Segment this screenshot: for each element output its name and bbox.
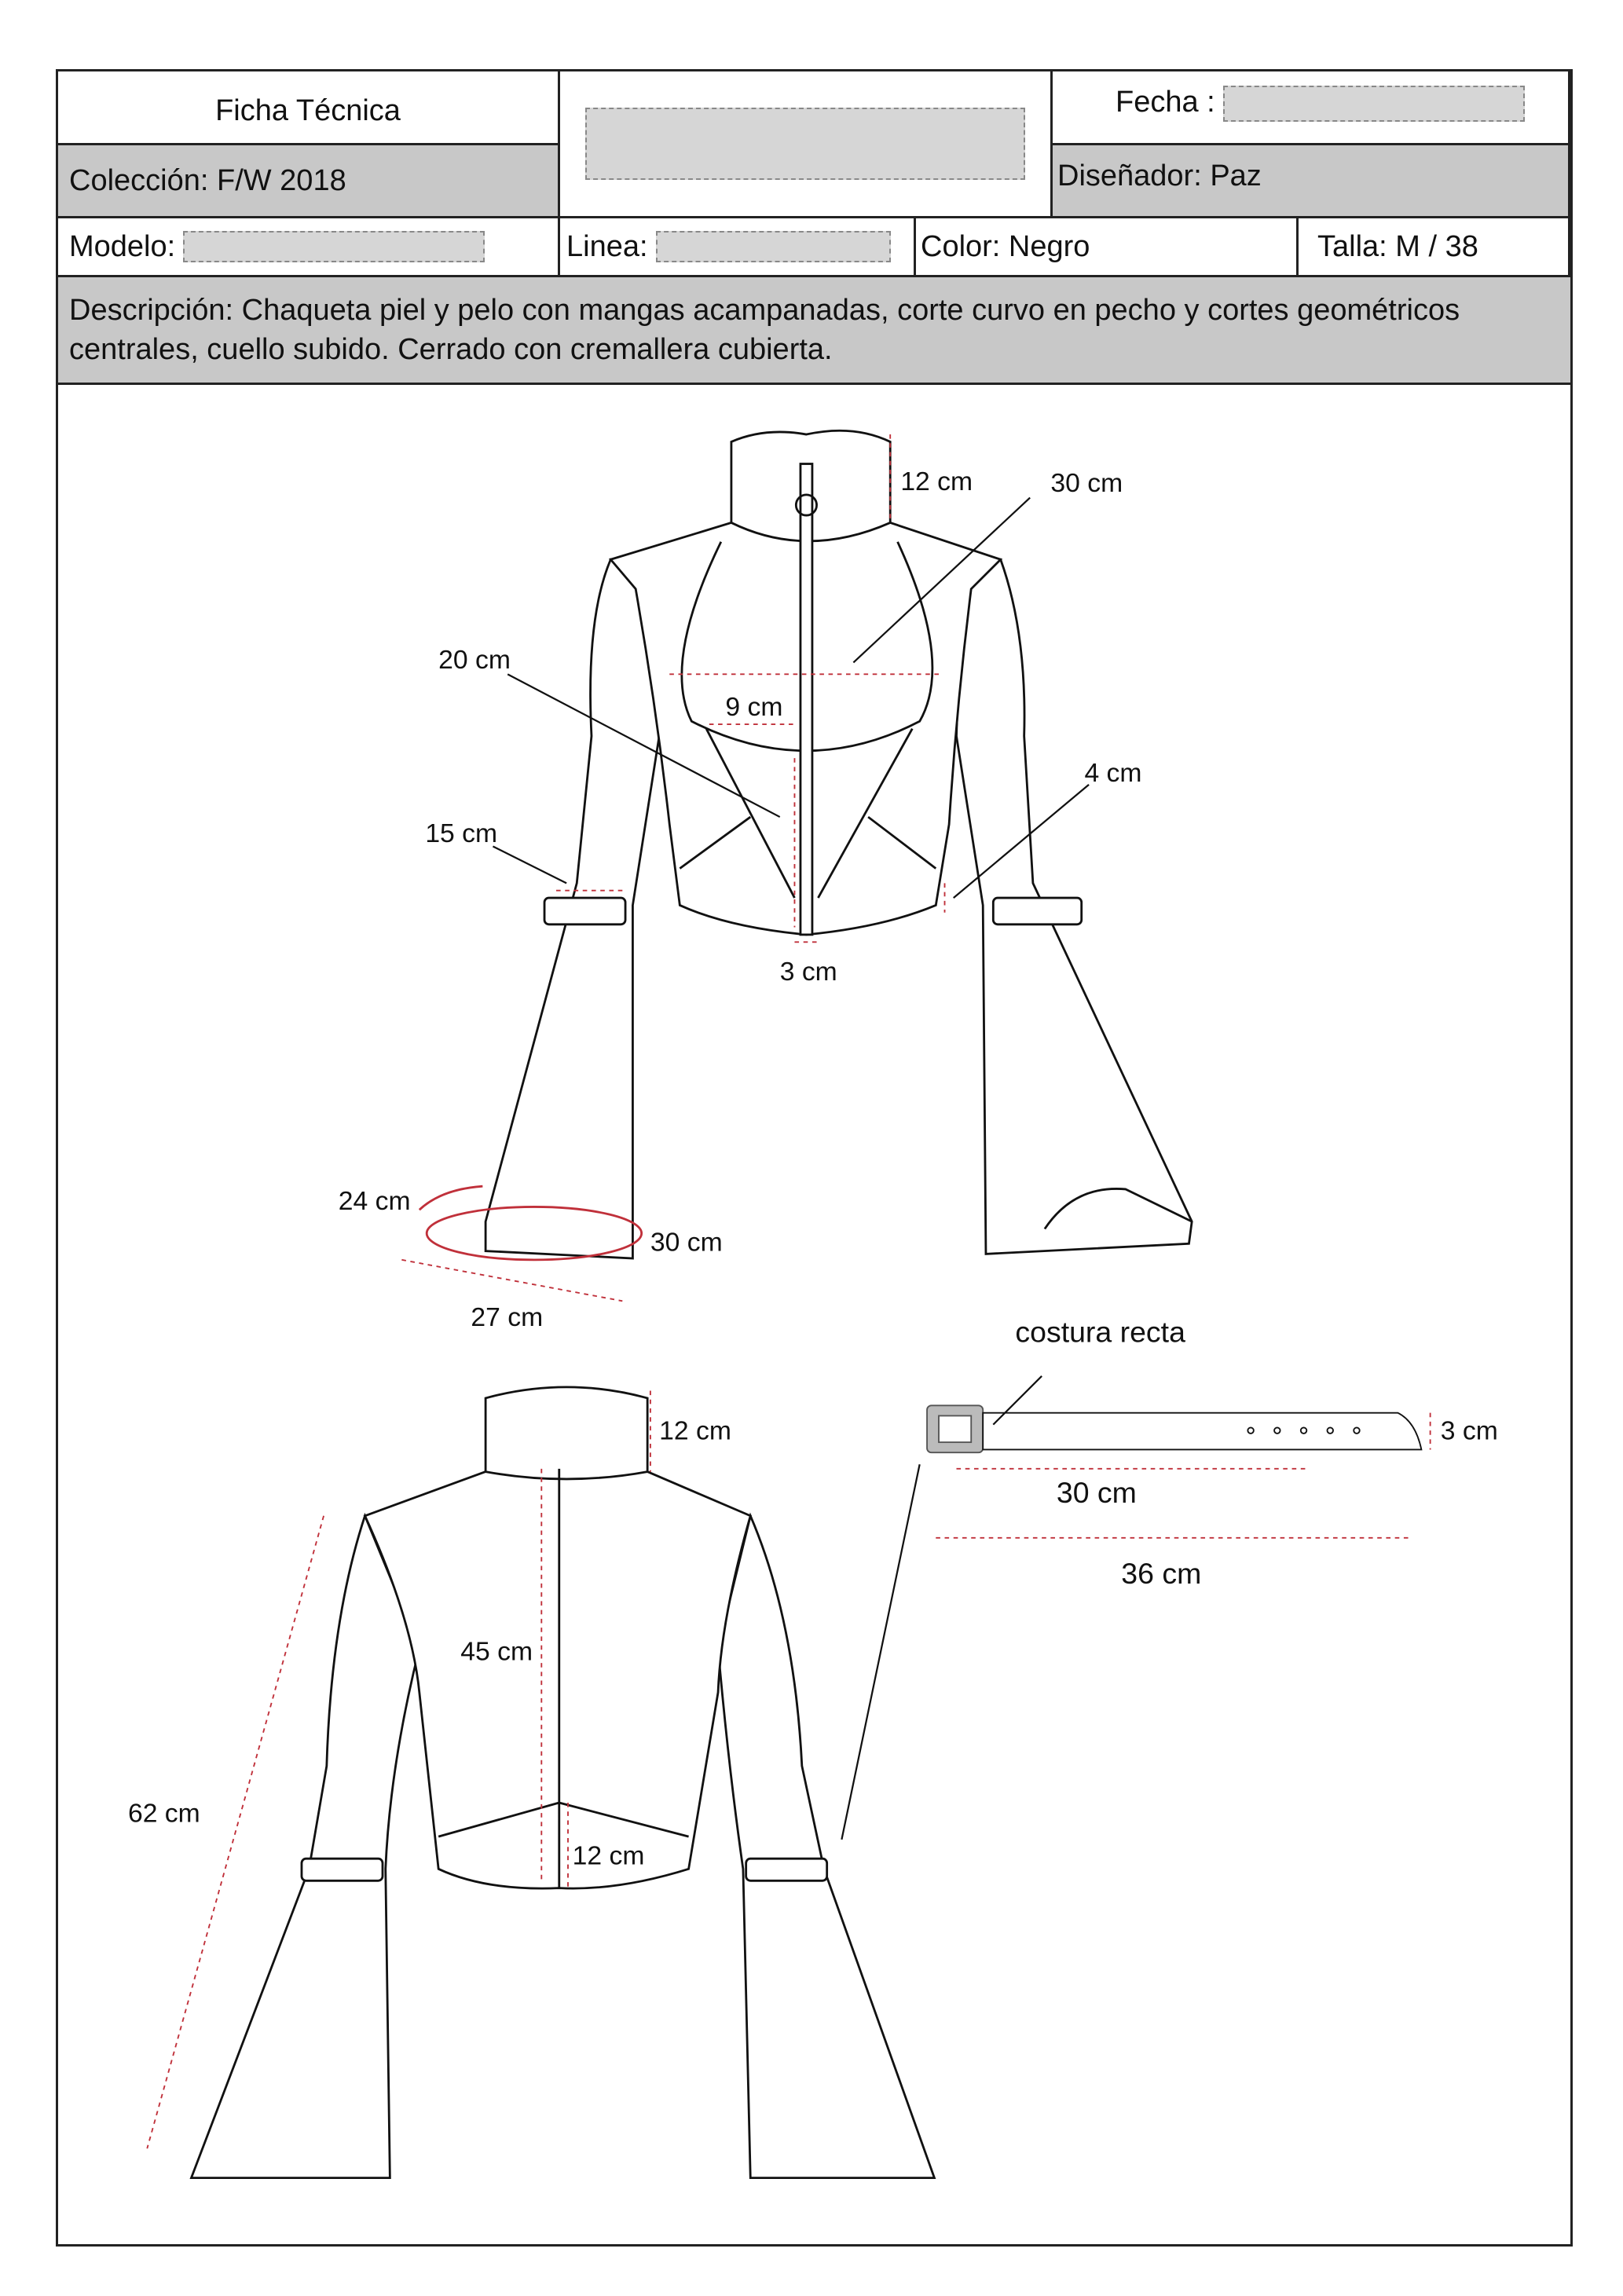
front-collar-label: 12 cm — [900, 467, 973, 496]
logo-cell — [560, 71, 1053, 218]
color: Color: Negro — [921, 229, 1090, 263]
descripcion-cell: Descripción: Chaqueta piel y pelo con ma… — [58, 277, 1570, 385]
back-collar — [484, 1386, 649, 1481]
back-left-sleeve — [189, 1512, 421, 2180]
belt-note: costura recta — [1015, 1316, 1185, 1349]
modelo-cell: Modelo: — [58, 218, 560, 277]
back-left-strap — [300, 1857, 384, 1882]
belt-total-label: 36 cm — [1121, 1557, 1201, 1590]
back-jacket — [189, 1386, 936, 2180]
title-cell: Ficha Técnica — [58, 71, 560, 145]
back-sleeve-label: 62 cm — [128, 1798, 200, 1828]
back-measure-lines — [146, 1390, 651, 2149]
logo-placeholder — [585, 108, 1025, 180]
linea-placeholder — [655, 231, 891, 262]
fecha-cell: Fecha : — [1053, 71, 1570, 145]
sleeve-circumference — [418, 1185, 643, 1262]
front-zip-bottom-label: 3 cm — [780, 957, 837, 987]
belt-strap — [982, 1412, 1423, 1451]
fecha-label: Fecha : — [1116, 86, 1215, 119]
sleeve-width-label: 27 cm — [471, 1302, 543, 1332]
linea-cell: Linea: — [560, 218, 916, 277]
talla-cell: Talla: M / 38 — [1299, 218, 1570, 277]
front-measure-lines — [401, 434, 946, 1302]
back-collar-label: 12 cm — [659, 1415, 731, 1445]
talla: Talla: M / 38 — [1317, 229, 1478, 263]
color-cell: Color: Negro — [916, 218, 1299, 277]
front-chest-label: 30 cm — [1050, 468, 1123, 498]
coleccion: Colección: F/W 2018 — [69, 163, 346, 197]
disenador-cell: Diseñador: Paz — [1053, 145, 1570, 218]
linea-label: Linea: — [566, 229, 648, 263]
front-diag-label: 20 cm — [438, 645, 511, 675]
belt-height-label: 3 cm — [1441, 1415, 1498, 1445]
front-center-label: 9 cm — [725, 692, 782, 722]
sheet-title: Ficha Técnica — [215, 94, 401, 127]
back-length-label: 45 cm — [460, 1636, 533, 1666]
front-hem-side-label: 4 cm — [1084, 758, 1141, 788]
back-right-strap — [745, 1857, 829, 1882]
descripcion: Descripción: Chaqueta piel y pelo con ma… — [69, 294, 1460, 366]
sleeve-in-label: 24 cm — [339, 1186, 411, 1216]
belt-holes — [1247, 1426, 1361, 1434]
fecha-placeholder — [1222, 86, 1525, 122]
front-zipper — [799, 463, 814, 936]
measure-labels: 12 cm 30 cm 20 cm 9 cm 4 cm 15 cm 3 cm 2… — [128, 467, 1498, 1870]
front-cuff-label: 15 cm — [425, 818, 497, 848]
front-jacket — [484, 429, 1193, 1260]
sleeve-out-label: 30 cm — [650, 1228, 723, 1258]
right-sleeve-fold — [1043, 1188, 1193, 1230]
belt-inner-label: 30 cm — [1057, 1476, 1137, 1509]
right-cuff-strap — [991, 896, 1083, 926]
back-hem-label: 12 cm — [573, 1841, 645, 1871]
tech-sheet: Ficha Técnica Colección: F/W 2018 Fecha … — [56, 69, 1573, 2247]
back-cuts — [438, 1468, 689, 1888]
disenador: Diseñador: Paz — [1057, 159, 1262, 192]
center-cuts — [679, 727, 937, 899]
modelo-label: Modelo: — [69, 229, 176, 263]
left-cuff-strap — [543, 896, 627, 926]
front-arrows — [492, 496, 1090, 899]
belt — [841, 1375, 1431, 1840]
back-body — [363, 1470, 752, 1890]
coleccion-cell: Colección: F/W 2018 — [58, 145, 560, 218]
modelo-placeholder — [183, 231, 485, 262]
zipper-ring — [794, 493, 818, 517]
back-right-sleeve — [716, 1512, 936, 2180]
